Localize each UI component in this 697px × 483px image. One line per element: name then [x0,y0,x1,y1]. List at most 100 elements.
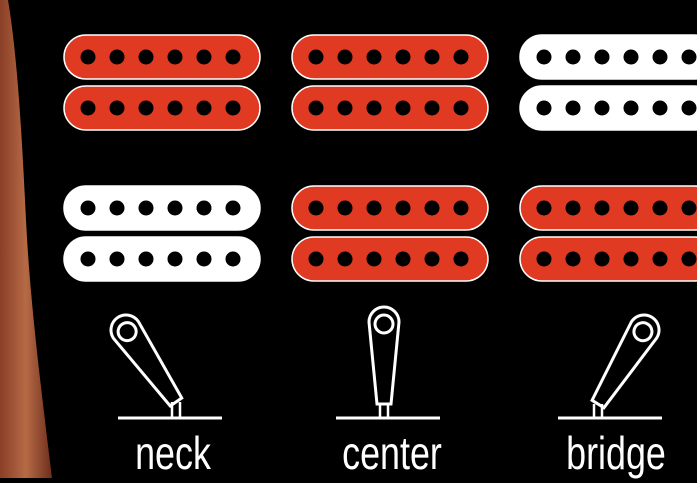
pole-piece [168,252,183,267]
pole-piece [168,201,183,216]
pole-piece [396,50,411,65]
pole-piece [653,50,668,65]
coil-active [292,237,488,281]
pole-piece [309,101,324,116]
position-label-center: center [298,428,485,478]
pole-piece [682,252,697,267]
pole-piece [338,50,353,65]
finger-edge [0,0,52,478]
pole-piece [595,50,610,65]
switch-bridge [558,309,665,418]
pole-piece [454,252,469,267]
pole-piece [682,101,697,116]
pole-piece [110,50,125,65]
pole-piece [454,201,469,216]
position-label-bridge: bridge [522,428,697,478]
lever-body [105,309,188,410]
position-label-neck: neck [79,428,266,478]
pole-piece [226,252,241,267]
pole-piece [653,201,668,216]
pole-piece [81,252,96,267]
coil-active [64,35,260,79]
pole-piece [396,252,411,267]
switch-lever [585,309,664,412]
pole-piece [139,252,154,267]
coil-active [64,86,260,130]
pole-piece [624,252,639,267]
pole-piece [537,101,552,116]
coil-inactive [64,237,260,281]
pole-piece [566,252,581,267]
pole-piece [425,252,440,267]
pole-piece [367,101,382,116]
coil-active [292,186,488,230]
pole-piece [624,50,639,65]
pole-piece [624,101,639,116]
lever-body [585,309,664,412]
pole-piece [595,201,610,216]
lever-knob [375,315,393,333]
pole-piece [682,50,697,65]
pole-piece [309,252,324,267]
pole-piece [653,101,668,116]
pole-piece [537,252,552,267]
coil-active [292,35,488,79]
pole-piece [454,101,469,116]
pickup-center-upper [292,35,488,130]
pole-piece [367,252,382,267]
switch-lever [369,307,399,404]
pole-piece [168,101,183,116]
pole-piece [338,201,353,216]
pole-piece [110,252,125,267]
pole-piece [197,201,212,216]
pole-piece [653,252,668,267]
coil-inactive [520,35,697,79]
coil-inactive [520,86,697,130]
pickup-neck-upper [64,35,260,130]
pole-piece [624,201,639,216]
pole-piece [367,50,382,65]
pole-piece [110,101,125,116]
pole-piece [537,50,552,65]
pole-piece [168,50,183,65]
pole-piece [81,201,96,216]
pole-piece [425,50,440,65]
switches-layer [105,307,665,418]
pole-piece [309,50,324,65]
pole-piece [197,50,212,65]
coil-inactive [64,186,260,230]
pickup-bridge-upper [520,35,697,130]
pole-piece [566,101,581,116]
pole-piece [139,101,154,116]
pole-piece [110,201,125,216]
pickup-bridge-lower [520,186,697,281]
pole-piece [197,252,212,267]
pole-piece [197,101,212,116]
pole-piece [537,201,552,216]
pole-piece [81,50,96,65]
pole-piece [566,201,581,216]
pole-piece [595,101,610,116]
pole-piece [81,101,96,116]
pickup-center-lower [292,186,488,281]
coil-active [520,237,697,281]
pole-piece [425,201,440,216]
pole-piece [595,252,610,267]
pole-piece [226,50,241,65]
pole-piece [396,201,411,216]
pole-piece [139,201,154,216]
pole-piece [338,252,353,267]
pole-piece [566,50,581,65]
pole-piece [454,50,469,65]
pole-piece [396,101,411,116]
pole-piece [367,201,382,216]
pole-piece [682,201,697,216]
pole-piece [226,201,241,216]
coil-active [292,86,488,130]
switch-neck [105,309,222,418]
switch-center [336,307,440,418]
pole-piece [226,101,241,116]
pole-piece [309,201,324,216]
